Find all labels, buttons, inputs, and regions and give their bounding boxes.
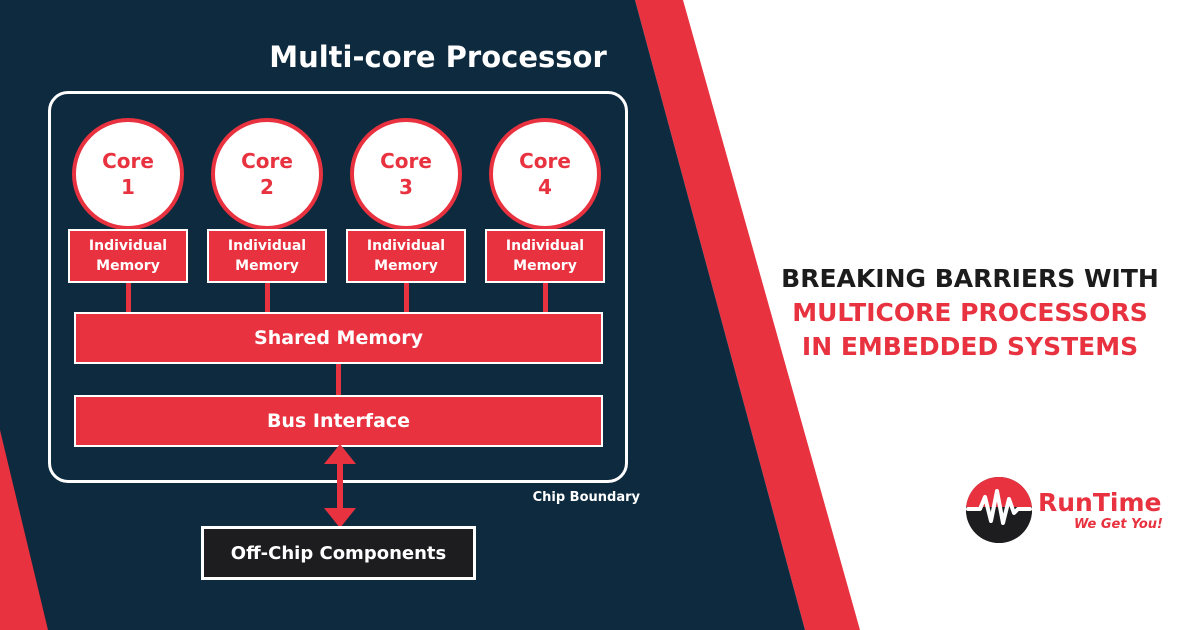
brand-name: RunTime: [1038, 488, 1162, 517]
connector-line: [265, 283, 270, 313]
core-label: Core: [102, 149, 154, 173]
memory-label: Individual: [505, 238, 585, 254]
memory-label: Memory: [374, 258, 438, 274]
off-chip-components-block: Off-Chip Components: [201, 526, 476, 580]
core-number: 3: [399, 175, 413, 199]
individual-memory-3: Individual Memory: [346, 229, 466, 283]
memory-label: Individual: [366, 238, 446, 254]
brand-tagline: We Get You!: [1074, 517, 1163, 532]
memory-label: Memory: [96, 258, 160, 274]
memory-label: Memory: [235, 258, 299, 274]
bus-interface-block: Bus Interface: [74, 395, 603, 447]
individual-memory-1: Individual Memory: [68, 229, 188, 283]
memory-label: Individual: [88, 238, 168, 254]
individual-memory-4: Individual Memory: [485, 229, 605, 283]
headline-line-1: BREAKING BARRIERS WITH: [781, 264, 1159, 293]
core-number: 4: [538, 175, 552, 199]
runtime-logo-icon: [966, 477, 1032, 543]
core-2: Core 2: [211, 118, 323, 230]
chip-boundary-label: Chip Boundary: [532, 490, 640, 505]
memory-label: Individual: [227, 238, 307, 254]
core-label: Core: [241, 149, 293, 173]
connector-line: [543, 283, 548, 313]
headline-line-2: MULTICORE PROCESSORS: [792, 298, 1148, 327]
shared-memory-block: Shared Memory: [74, 312, 603, 364]
red-stripe: [635, 0, 860, 630]
headline-line-3: IN EMBEDDED SYSTEMS: [801, 332, 1139, 361]
core-number: 1: [121, 175, 135, 199]
connector-line: [404, 283, 409, 313]
core-label: Core: [519, 149, 571, 173]
core-number: 2: [260, 175, 274, 199]
core-1: Core 1: [72, 118, 184, 230]
headline: BREAKING BARRIERS WITH MULTICORE PROCESS…: [760, 262, 1180, 364]
core-label: Core: [380, 149, 432, 173]
connector-line: [126, 283, 131, 313]
red-corner: [0, 430, 48, 630]
core-4: Core 4: [489, 118, 601, 230]
memory-label: Memory: [513, 258, 577, 274]
diagram-title: Multi-core Processor: [269, 40, 607, 74]
individual-memory-2: Individual Memory: [207, 229, 327, 283]
double-arrow-icon: [324, 444, 356, 528]
connector-line: [336, 364, 341, 396]
core-3: Core 3: [350, 118, 462, 230]
